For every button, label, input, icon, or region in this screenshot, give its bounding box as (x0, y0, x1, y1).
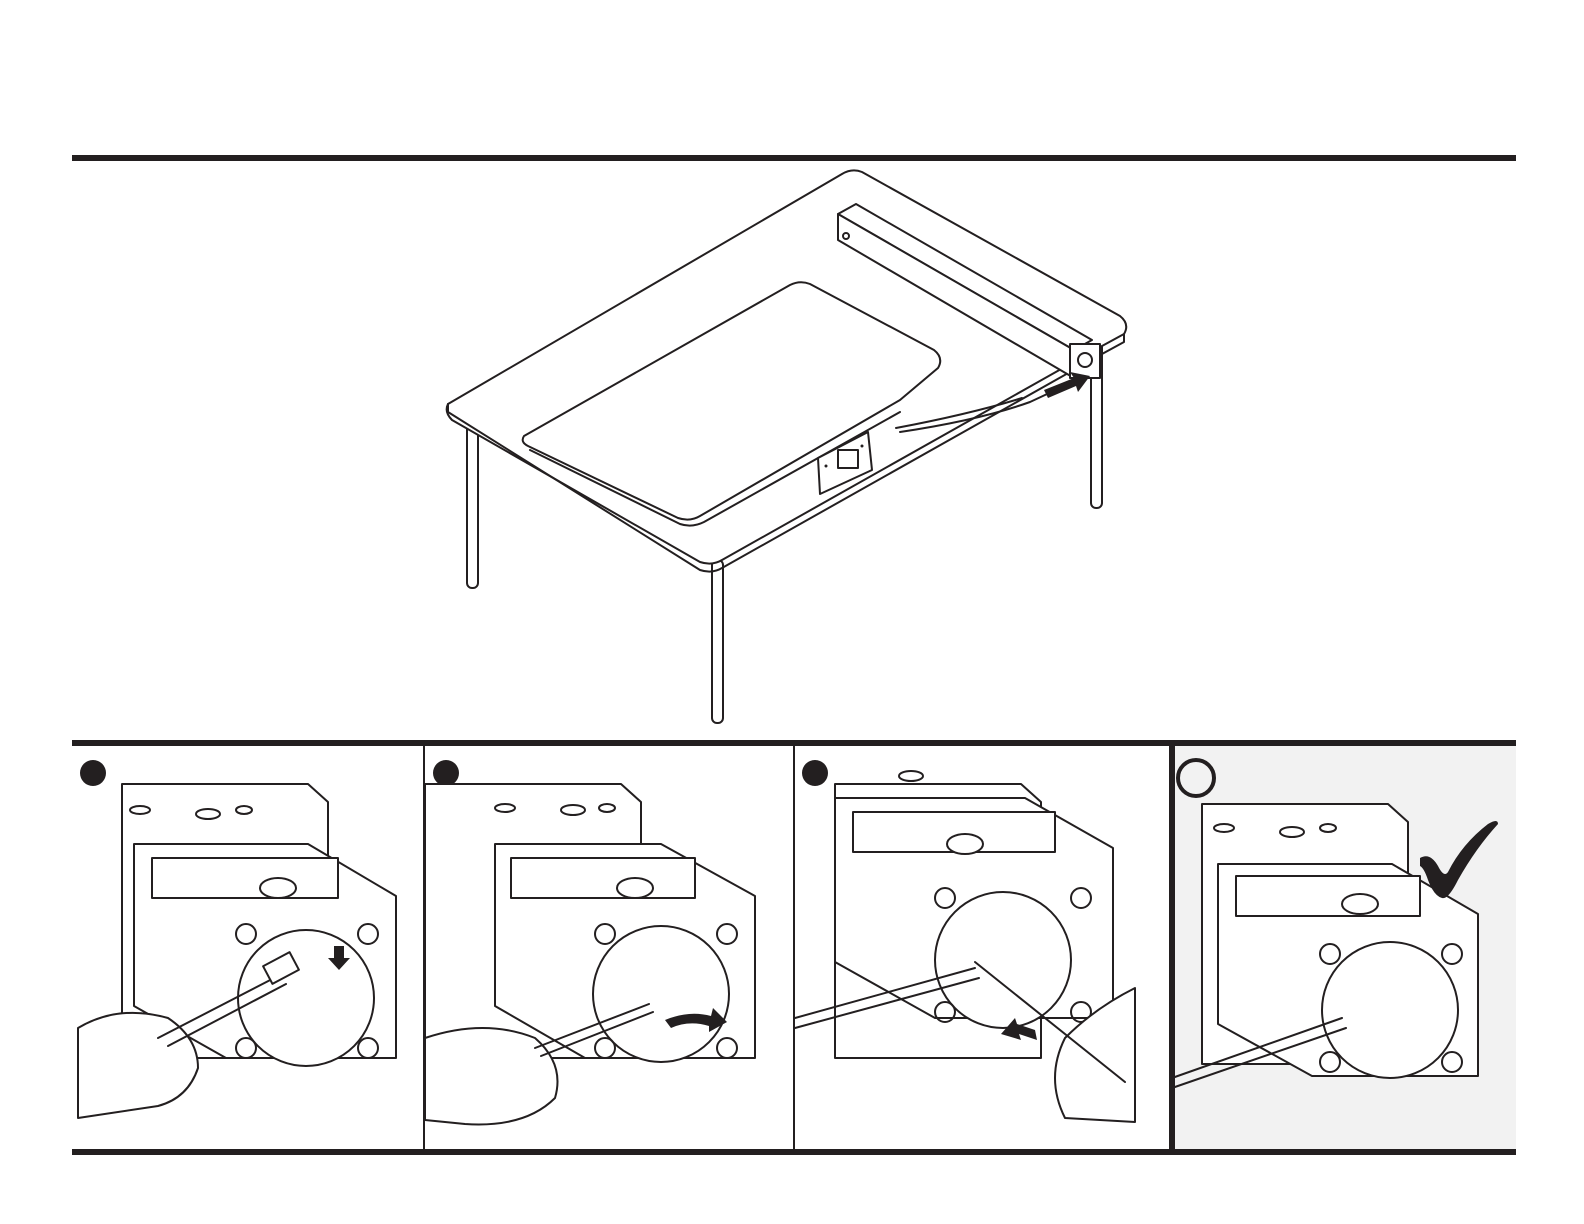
checkmark-icon (1420, 821, 1498, 898)
step-1-illustration (78, 748, 423, 1148)
step-4-illustration (1172, 748, 1517, 1148)
step-2-illustration (425, 748, 793, 1148)
step-3-illustration (795, 748, 1161, 1148)
